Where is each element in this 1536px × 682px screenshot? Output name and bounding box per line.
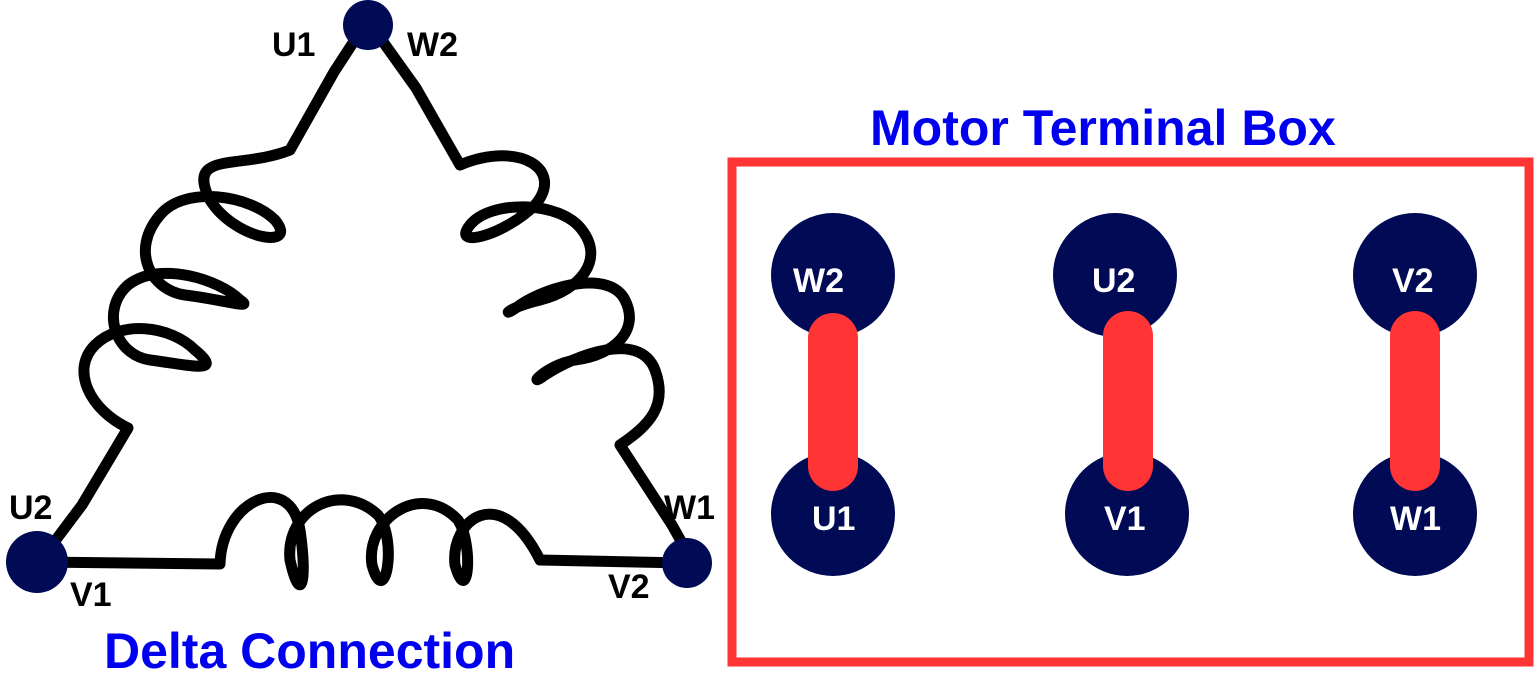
terminal-label-top-1: W2 (793, 262, 844, 300)
terminal-label-bottom-1: U1 (812, 500, 855, 538)
right-winding-coil (370, 26, 692, 556)
label-bottom-left-bottom: V1 (70, 576, 112, 614)
terminal-top-2 (1053, 213, 1177, 337)
label-top-right: W2 (407, 26, 458, 64)
terminal-top-1 (771, 213, 895, 337)
terminal-top-3 (1353, 213, 1477, 337)
label-top-left: U1 (272, 26, 315, 64)
bridge-link-3 (1390, 311, 1440, 491)
delta-winding: U1 W2 U2 V1 W1 V2 Delta Connection (6, 0, 715, 679)
terminal-box-title: Motor Terminal Box (870, 100, 1336, 156)
left-winding-coil (46, 26, 366, 551)
bottom-right-vertex-node (662, 538, 712, 588)
terminal-bottom-3 (1353, 452, 1477, 576)
label-bottom-right-top: W1 (664, 489, 715, 527)
bottom-winding-coil (32, 492, 692, 591)
delta-connection-title: Delta Connection (104, 623, 515, 679)
terminal-label-top-3: V2 (1392, 262, 1434, 300)
motor-terminal-box: Motor Terminal Box W2 U2 V2 U1 V1 W1 (727, 100, 1534, 667)
bridge-link-2 (1103, 311, 1153, 491)
terminal-label-bottom-2: V1 (1104, 500, 1146, 538)
top-vertex-node (343, 0, 393, 50)
terminal-bottom-1 (771, 452, 895, 576)
label-bottom-right-bottom: V2 (608, 568, 650, 606)
terminal-label-bottom-3: W1 (1390, 500, 1441, 538)
label-bottom-left-top: U2 (9, 489, 52, 527)
terminal-label-top-2: U2 (1092, 262, 1135, 300)
bridge-link-1 (808, 313, 858, 491)
terminal-box-frame (727, 157, 1534, 667)
terminal-bottom-2 (1065, 452, 1189, 576)
bottom-left-vertex-node (6, 531, 68, 593)
